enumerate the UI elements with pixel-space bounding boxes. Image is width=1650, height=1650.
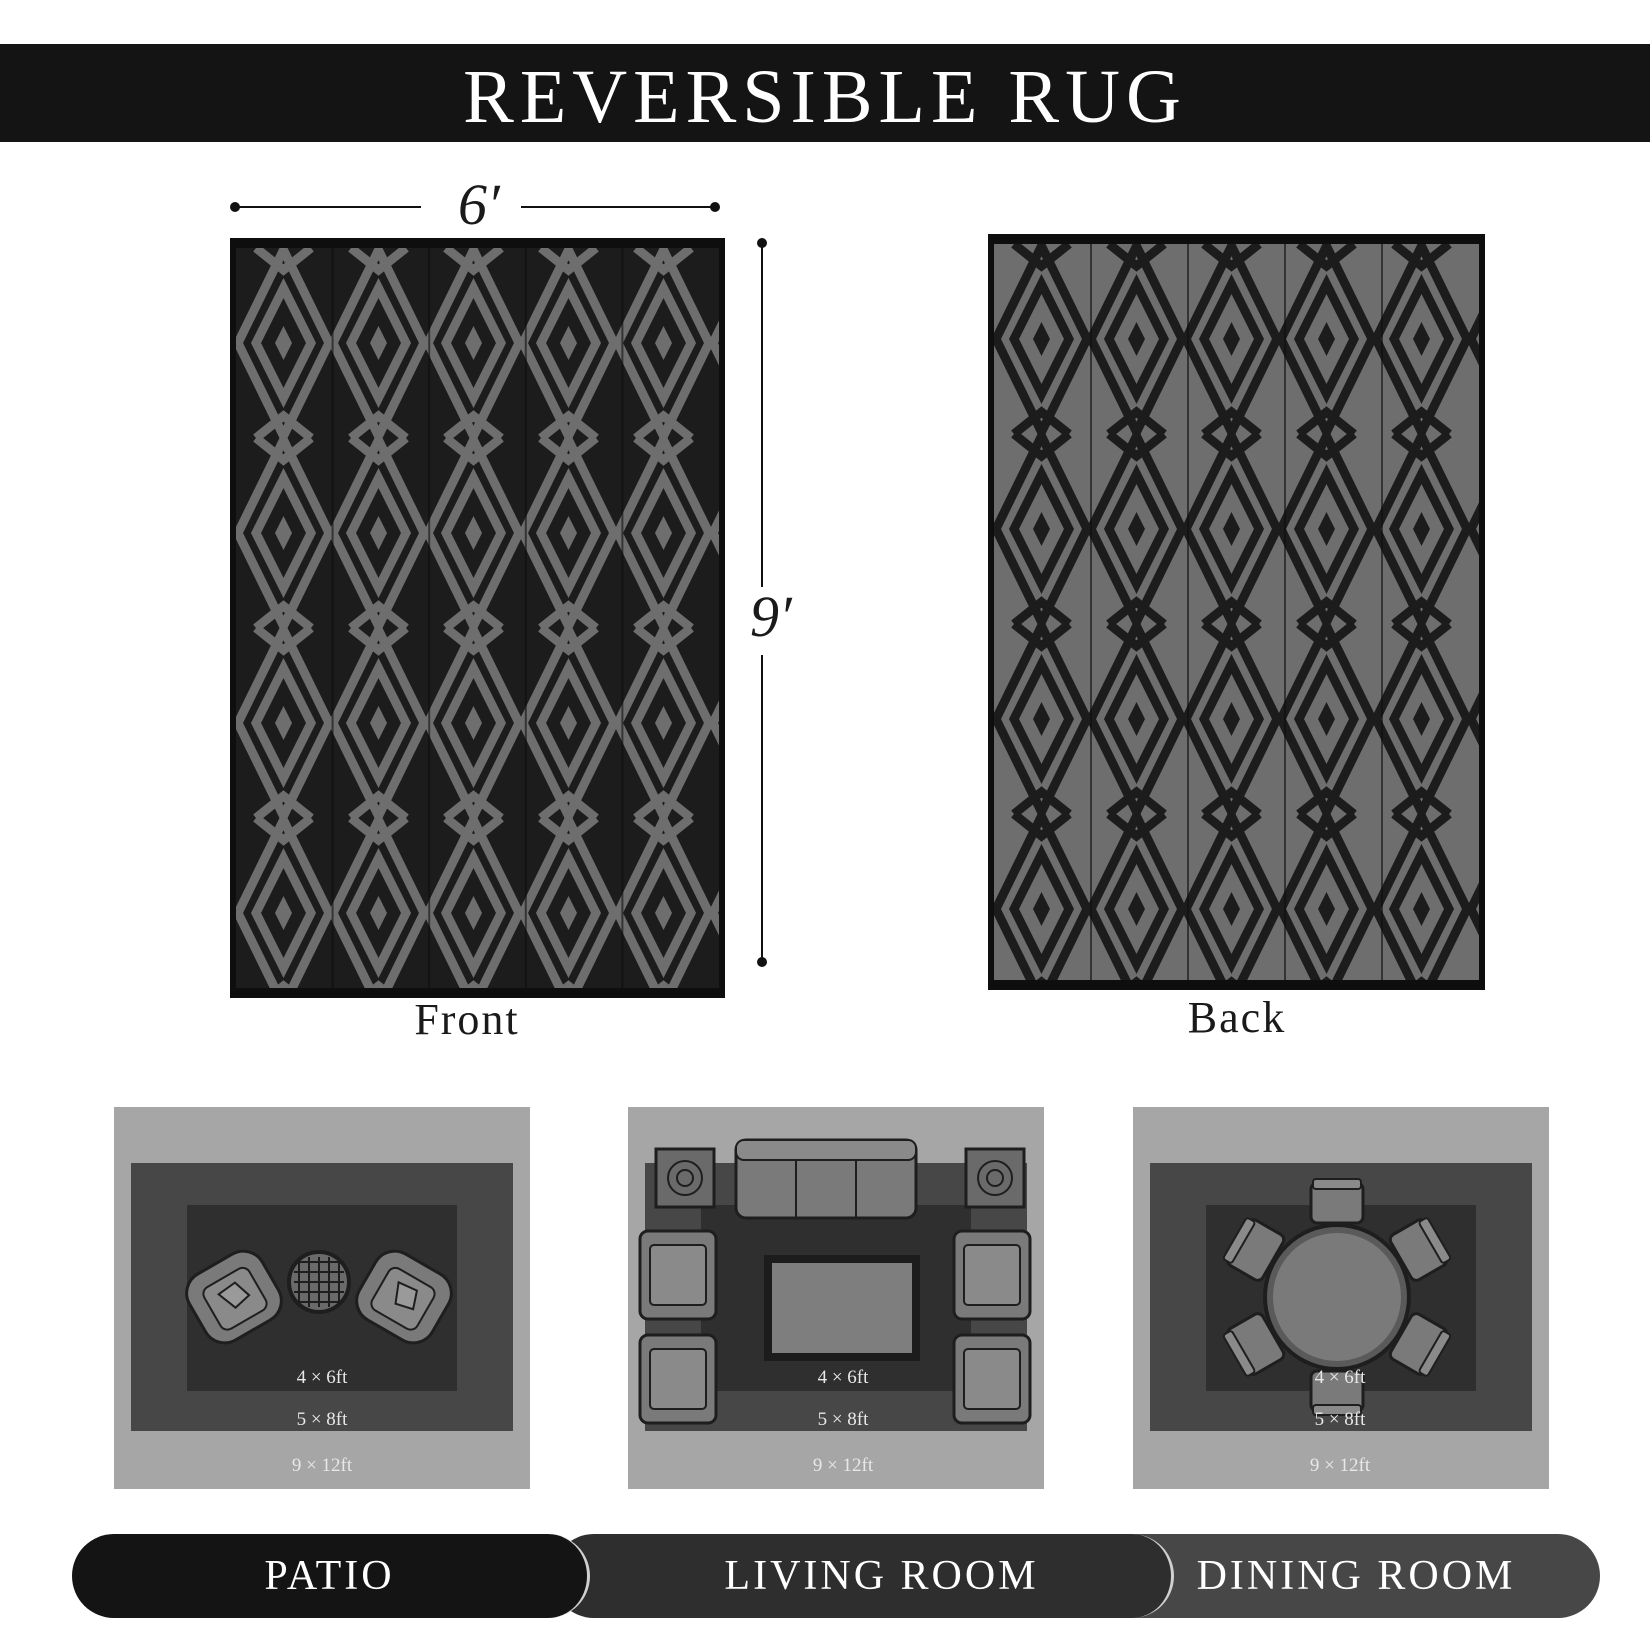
dining-chair-5 [1222, 1312, 1286, 1377]
living-room-sofa [734, 1138, 918, 1220]
patio-size-small: 4 × 6ft [296, 1367, 348, 1388]
tab-living-room[interactable]: LIVING ROOM [552, 1534, 1174, 1618]
title-banner: REVERSIBLE RUG [0, 44, 1650, 142]
dining-room-size-medium: 5 × 8ft [1314, 1409, 1366, 1430]
living-room-size-small: 4 × 6ft [817, 1367, 869, 1388]
width-label: 6′ [458, 172, 500, 237]
living-room-side-table-1 [654, 1147, 716, 1209]
dining-chair-1 [1309, 1178, 1365, 1225]
tab-patio-label: PATIO [264, 1553, 395, 1599]
back-rug-pattern [994, 244, 1479, 980]
dining-room-size-small: 4 × 6ft [1314, 1367, 1366, 1388]
dining-chair-6 [1222, 1217, 1286, 1282]
front-rug-pattern [236, 248, 719, 988]
dining-room-layout-panel [1133, 1107, 1549, 1489]
patio-layout-panel [114, 1107, 530, 1489]
patio-size-medium: 5 × 8ft [296, 1409, 348, 1430]
dining-chair-4 [1309, 1369, 1365, 1416]
living-room-layout-panel [628, 1107, 1044, 1489]
height-dimension-line [757, 238, 767, 967]
living-room-armchair-4 [952, 1333, 1032, 1425]
living-room-armchair-3 [952, 1229, 1032, 1321]
width-dimension-line [230, 202, 720, 212]
living-room-armchair-2 [638, 1333, 718, 1425]
dining-chair-2 [1388, 1217, 1452, 1282]
dining-chair-3 [1388, 1312, 1452, 1377]
height-label: 9′ [750, 584, 792, 649]
living-room-side-table-2 [964, 1147, 1026, 1209]
page-title: REVERSIBLE RUG [463, 55, 1187, 139]
front-rug-image [230, 238, 725, 998]
dining-room-size-large: 9 × 12ft [1309, 1455, 1371, 1476]
living-room-armchair-1 [638, 1229, 718, 1321]
tab-living-room-label: LIVING ROOM [724, 1553, 1039, 1599]
patio-armchair-right [355, 1249, 453, 1345]
tab-dining-room-label: DINING ROOM [1196, 1553, 1516, 1599]
room-type-tabs: DINING ROOM LIVING ROOM PATIO [72, 1534, 1600, 1618]
patio-size-large: 9 × 12ft [291, 1455, 353, 1476]
tab-patio[interactable]: PATIO [72, 1534, 590, 1618]
patio-round-table [287, 1250, 351, 1314]
dining-round-table [1263, 1223, 1411, 1371]
front-label: Front [414, 995, 520, 1044]
back-label: Back [1187, 993, 1287, 1042]
back-rug-image [988, 234, 1485, 990]
living-room-size-large: 9 × 12ft [812, 1455, 874, 1476]
living-room-coffee-table [764, 1255, 920, 1361]
living-room-size-medium: 5 × 8ft [817, 1409, 869, 1430]
patio-armchair-left [185, 1249, 283, 1345]
